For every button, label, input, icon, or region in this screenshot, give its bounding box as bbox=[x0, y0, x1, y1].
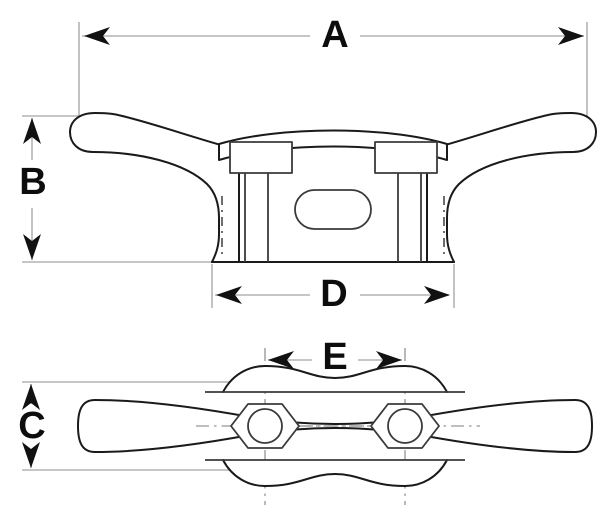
hex-nut-left bbox=[230, 403, 300, 449]
dimension-d-extension-lines bbox=[211, 264, 455, 308]
fastener-left bbox=[230, 403, 300, 449]
dimension-label-d: D bbox=[320, 273, 347, 315]
dimension-c: C bbox=[18, 384, 46, 468]
bottom-view-group: E C bbox=[18, 336, 593, 505]
cleat-right-pillar-head bbox=[374, 141, 438, 174]
cleat-right-horn bbox=[426, 112, 597, 263]
dimension-label-a: A bbox=[321, 14, 348, 56]
cleat-left-horn bbox=[69, 112, 240, 263]
cleat-center-slot bbox=[294, 189, 372, 230]
dimension-c-extension-lines bbox=[22, 381, 248, 471]
dimension-b: B bbox=[19, 118, 47, 260]
fastener-right bbox=[370, 403, 440, 449]
hex-nut-right bbox=[370, 403, 440, 449]
dimension-a: A bbox=[82, 14, 584, 56]
side-view-group: A B bbox=[19, 14, 597, 315]
bottom-view-lower-bulge bbox=[222, 459, 448, 487]
dimension-label-b: B bbox=[19, 161, 46, 203]
bottom-view-upper-bulge bbox=[222, 365, 448, 393]
dimension-a-extension-lines bbox=[78, 22, 588, 116]
dimension-d: D bbox=[215, 273, 450, 315]
bolt-bore-right bbox=[387, 408, 423, 444]
bolt-bore-left bbox=[247, 408, 283, 444]
cleat-left-pillar-head bbox=[229, 141, 293, 174]
dimension-label-c: C bbox=[18, 405, 45, 447]
dimension-label-e: E bbox=[322, 336, 347, 378]
dimension-e: E bbox=[268, 336, 402, 378]
